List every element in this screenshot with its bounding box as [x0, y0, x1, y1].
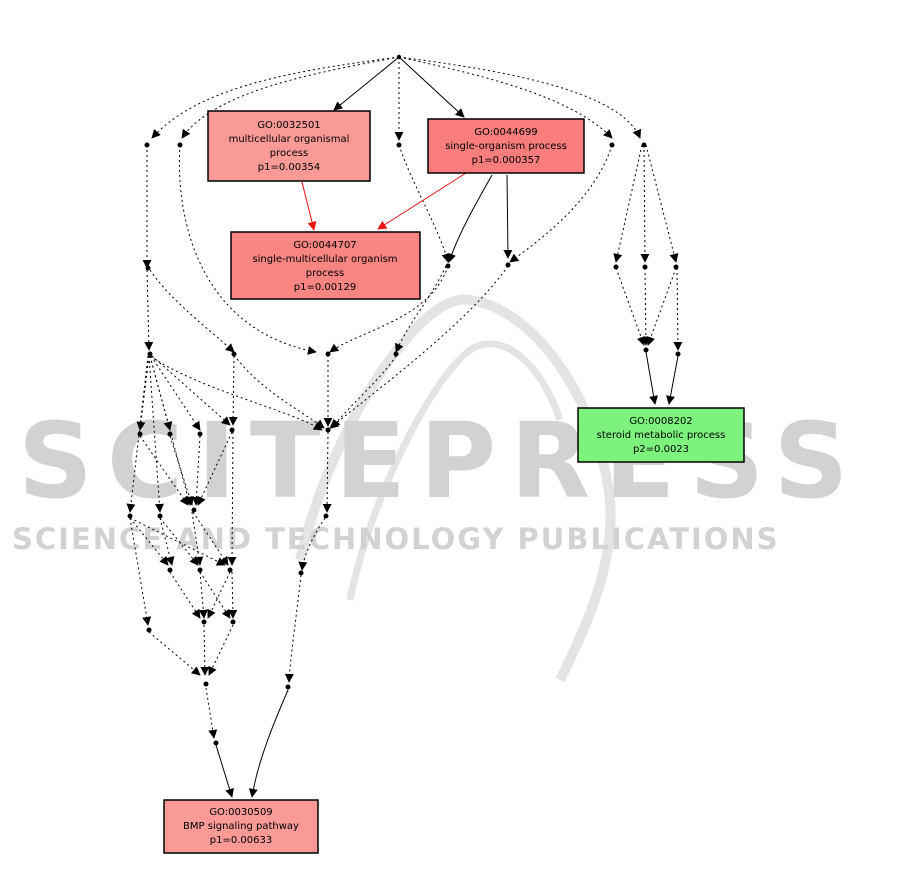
- edge-r6: [648, 268, 676, 345]
- node-go-0030509-name: BMP signaling pathway: [183, 821, 299, 832]
- edge-d24: [232, 572, 233, 618]
- node-go-0008202-pvalue: p2=0.0023: [633, 444, 689, 455]
- watermark-subtitle: SCIENCE AND TECHNOLOGY PUBLICATIONS: [12, 522, 780, 556]
- node-go-0044707[interactable]: GO:0044707 single-multicellular organism…: [231, 232, 420, 299]
- node-go-0032501-id: GO:0032501: [257, 120, 320, 131]
- edge-d23: [208, 572, 230, 618]
- edge-44699-44707: [378, 173, 466, 229]
- watermark: SCITEPRESS SCIENCE AND TECHNOLOGY PUBLIC…: [12, 299, 862, 680]
- edge-c10: [289, 575, 301, 682]
- node-go-0032501-pvalue: p1=0.00354: [258, 162, 320, 173]
- edge-d28: [209, 625, 233, 675]
- node-go-0032501-name1: multicellular organismal: [229, 134, 350, 145]
- node-go-0008202-id: GO:0008202: [629, 416, 692, 427]
- edge-r7: [677, 268, 678, 350]
- node-go-0008202-name: steroid metabolic process: [597, 430, 726, 441]
- edge-d21: [170, 572, 200, 618]
- node-go-0044699[interactable]: GO:0044699 single-organism process p1=0.…: [428, 119, 584, 173]
- node-go-0044699-pvalue: p1=0.000357: [472, 155, 541, 166]
- node-go-0032501[interactable]: GO:0032501 multicellular organismal proc…: [208, 111, 370, 181]
- edge-l3: [150, 270, 234, 352]
- edge-r5: [645, 268, 646, 345]
- node-go-0030509-pvalue: p1=0.00633: [210, 835, 272, 846]
- edge-to-bmp1: [216, 745, 232, 797]
- edge-r1: [616, 145, 642, 262]
- edge-r3: [646, 145, 676, 262]
- edge-d29: [206, 688, 214, 738]
- node-go-0030509-id: GO:0030509: [209, 807, 272, 818]
- edge-to-bmp2: [252, 690, 288, 797]
- node-go-0044707-name2: process: [306, 268, 344, 279]
- edge-d26: [149, 632, 200, 675]
- edge-r-solid1: [646, 352, 655, 404]
- edge-d27: [204, 625, 205, 675]
- edge-l1-b: [147, 270, 149, 350]
- root-dot: [397, 55, 401, 59]
- node-go-0008202[interactable]: GO:0008202 steroid metabolic process p2=…: [578, 408, 744, 462]
- edge-r-solid2: [669, 356, 678, 404]
- node-go-0044707-id: GO:0044707: [293, 240, 356, 251]
- node-go-0030509[interactable]: GO:0030509 BMP signaling pathway p1=0.00…: [164, 800, 318, 853]
- edge-32501-44707: [302, 182, 314, 230]
- node-go-0044699-name: single-organism process: [445, 141, 567, 152]
- edge-d22: [200, 572, 204, 618]
- edge-r2: [644, 145, 645, 262]
- edge-r4: [616, 268, 644, 345]
- node-go-0044699-id: GO:0044699: [474, 127, 537, 138]
- edge-44699-a: [449, 175, 492, 262]
- node-go-0044707-pvalue: p1=0.00129: [294, 282, 356, 293]
- edge-root-44699: [399, 57, 464, 117]
- edge-d25: [200, 572, 230, 618]
- node-go-0032501-name2: process: [270, 148, 308, 159]
- node-go-0044707-name1: single-multicellular organism: [252, 254, 397, 265]
- edge-44699-b: [507, 175, 508, 258]
